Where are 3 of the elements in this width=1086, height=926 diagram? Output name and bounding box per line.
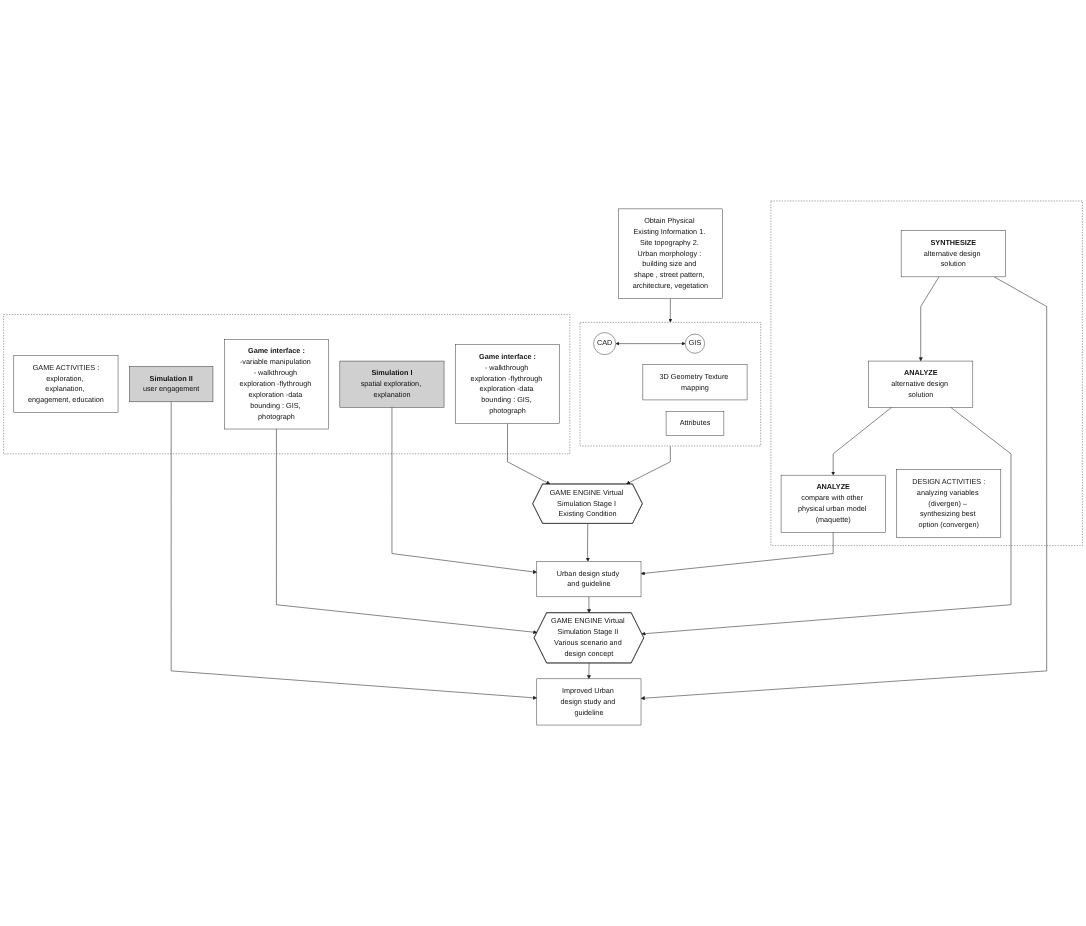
cluster	[3, 314, 570, 455]
cluster	[579, 322, 761, 447]
cluster	[770, 200, 1083, 546]
